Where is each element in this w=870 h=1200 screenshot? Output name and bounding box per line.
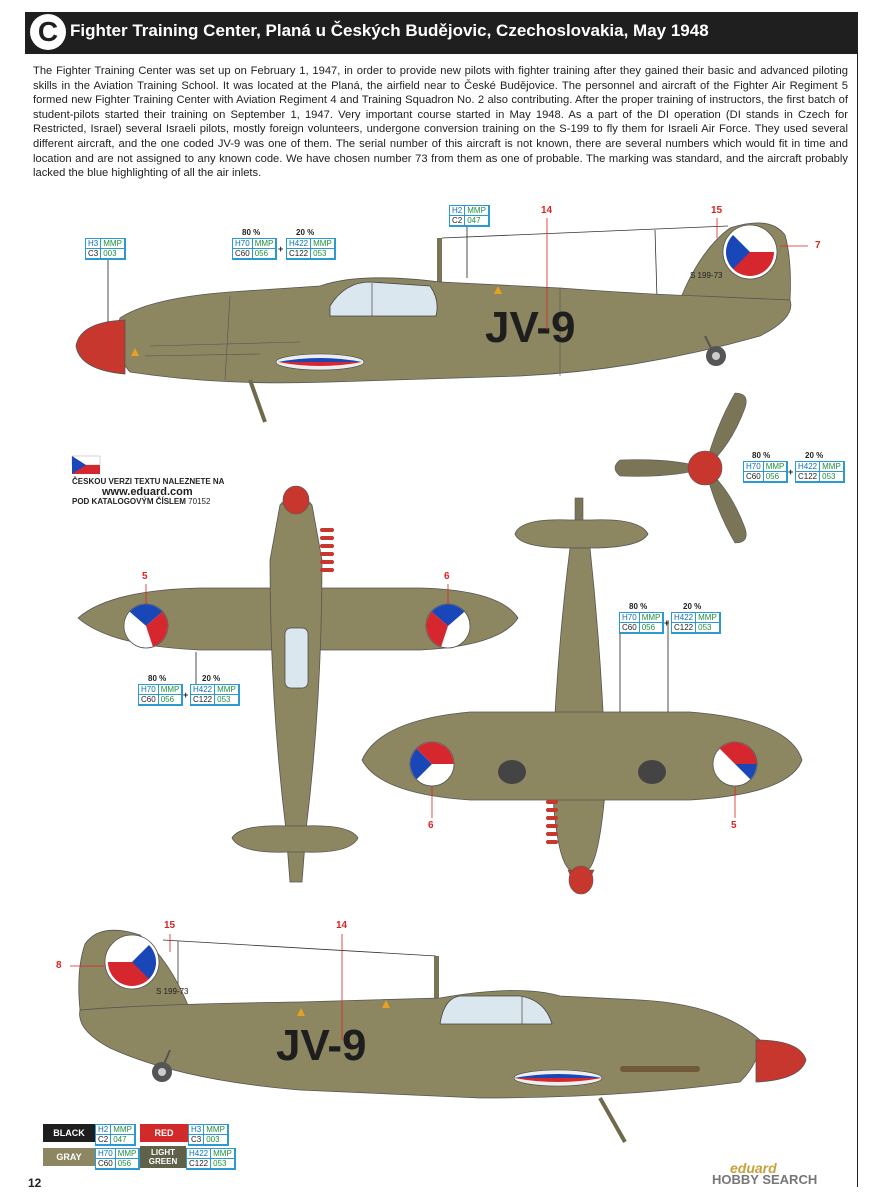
callout-14-bottom: 14 [336,920,348,931]
plus-d: + [183,690,189,700]
page-edge-rule [857,12,858,1187]
callout-15-top: 15 [711,205,723,216]
header-bar [25,12,858,54]
callout-6-bottom: 6 [428,820,434,831]
side-view-left: JV-9 S 199-73 [75,218,808,423]
top-view [77,485,519,883]
side-code-right: JV-9 [276,1021,367,1070]
brand-logo: eduard [730,1160,777,1176]
legend-gray: GRAY [43,1148,95,1166]
page-number: 12 [28,1176,42,1190]
pct-20-a: 20 % [296,228,315,237]
pct-20-b: 20 % [805,451,824,460]
side-view-right: JV-9 S 199-73 [70,929,807,1143]
czech-note-url[interactable]: www.eduard.com [102,486,193,498]
pct-80-d: 80 % [148,674,167,683]
callout-6-top: 6 [444,571,450,582]
callout-5-top: 5 [142,571,148,582]
czech-note-line3: POD KATALOGOVÝM ČÍSLEM [72,497,186,506]
watermark: HOBBY SEARCH [712,1172,818,1187]
underside-view [361,497,803,895]
scheme-badge: C [30,14,66,50]
side-serial-right: S 199-73 [156,987,189,996]
callout-7: 7 [815,240,821,251]
plus-c: + [664,618,670,628]
page-title: Fighter Training Center, Planá u Českých… [70,21,709,40]
plus-a: + [278,244,284,254]
legend-red: RED [140,1124,188,1142]
callout-5-bottom: 5 [731,820,737,831]
description-text: The Fighter Training Center was set up o… [33,65,848,180]
pct-20-c: 20 % [683,602,702,611]
plus-b: + [788,467,794,477]
pct-80-b: 80 % [752,451,771,460]
pct-80-c: 80 % [629,602,648,611]
callout-8: 8 [56,960,62,971]
czech-flag-icon [71,455,101,474]
side-code: JV-9 [485,303,576,352]
pct-20-d: 20 % [202,674,221,683]
czech-note: ČESKOU VERZI TEXTU NALEZNETE NA www.edua… [72,477,224,507]
propeller-view [614,392,747,544]
side-serial: S 199-73 [690,271,723,280]
czech-note-catalog: 70152 [188,497,211,506]
czech-note-line1: ČESKOU VERZI TEXTU NALEZNETE NA [72,477,225,486]
legend-black: BLACK [43,1124,95,1142]
callout-15-bottom: 15 [164,920,176,931]
pct-80-a: 80 % [242,228,261,237]
callout-14-top: 14 [541,205,553,216]
